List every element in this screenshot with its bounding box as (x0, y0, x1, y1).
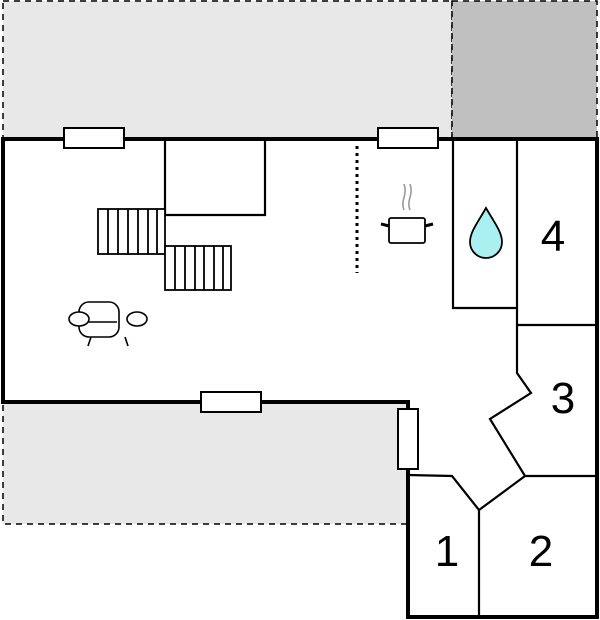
room-label-1: 1 (435, 527, 459, 576)
terrace-top (2, 0, 453, 140)
window (377, 127, 439, 149)
staircase-icon (97, 208, 232, 291)
interior-walls (163, 139, 597, 617)
kitchen-pot-icon (380, 183, 434, 244)
room-label-3: 3 (551, 374, 575, 423)
armchair-icon (68, 301, 148, 347)
covered-terrace (451, 0, 598, 140)
window (200, 391, 262, 413)
room-label-2: 2 (529, 527, 553, 576)
terrace-bottom (2, 401, 409, 525)
water-drop-icon (469, 206, 503, 259)
window (63, 127, 125, 149)
room-label-4: 4 (541, 212, 565, 261)
outer-wall (1, 137, 599, 619)
window (397, 408, 419, 470)
